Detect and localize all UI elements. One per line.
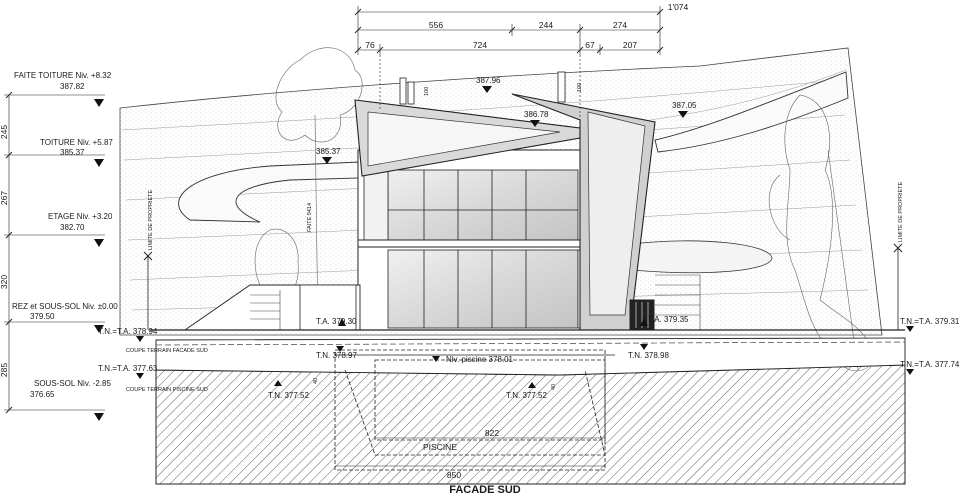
roof-left-inner [367,111,561,167]
level-soussol-value: 376.65 [30,390,55,399]
level-marker-etage [94,239,104,247]
coupe-label-1: COUPE TERRAIN FACADE SUD [126,348,208,354]
terrace-right [631,240,773,274]
small-dim-right: 40 [551,384,557,390]
level-rez-name: REZ et SOUS-SOL Niv. ±0.00 [12,302,118,311]
level-soussol-name: SOUS-SOL Niv. -2.85 [34,379,111,388]
dim-724: 724 [473,40,487,50]
level-faite-name: FAITE TOITURE Niv. +8.32 [14,71,112,80]
roof-level-4: 385.37 [316,147,341,156]
chimney-3 [557,71,566,103]
tn-far-right-top: T.N.=T.A. 379.31 [900,317,960,326]
dim-556: 556 [429,20,443,30]
pool-outline [334,349,606,471]
tn-bottom-left-marker [274,380,282,386]
level-rez-value: 379.50 [30,312,55,321]
pergola-post [299,284,357,331]
dim-207: 207 [623,40,637,50]
faite-label: FAITE 9414 [307,203,313,232]
pool-label: PISCINE [423,442,457,452]
svg-text:LIMITE DE PROPRIETE: LIMITE DE PROPRIETE [148,189,154,250]
level-marker-rez [94,325,104,333]
level-toiture-name: TOITURE Niv. +5.87 [40,138,113,147]
dim-67: 67 [585,40,595,50]
level-faite-value: 387.82 [60,82,85,91]
drawing-title: FACADE SUD [449,484,521,496]
pool-level-marker [432,356,440,362]
terrain-band [155,337,906,376]
roof-level-3: 387.05 [672,101,697,110]
tn-right: T.N. 378.98 [628,351,669,360]
tn-left-top: T.N.=T.A. 378.94 [98,327,158,336]
tn-bottom-mid-marker [528,382,536,388]
pool-dim-822: 822 [485,428,499,438]
small-dim-left: 40 [313,378,319,384]
pool-dim-lines [335,437,605,467]
level-toiture-value: 385.37 [60,148,85,157]
vdim-285: 285 [0,363,9,377]
dim-274: 274 [613,20,627,30]
level-marker-soussol [94,413,104,421]
svg-text:LIMITE DE PROPRIETE: LIMITE DE PROPRIETE [898,181,904,242]
dim-244: 244 [539,20,553,30]
chimney-2 [407,81,415,105]
roof-level-1: 387.96 [476,76,501,85]
stair-right [655,274,701,330]
stair-left [250,290,281,330]
terrain-line-dashed [155,341,906,346]
vdim-320: 320 [0,275,9,289]
roof-right-inner [587,111,646,316]
roof-level-2: 386.78 [524,110,549,119]
tn-left-bottom: T.N.=T.A. 377.63 [98,364,158,373]
chimney-1 [399,77,407,105]
roof-marker-1 [482,86,492,93]
roof-marker-3 [678,111,688,118]
tn-center-marker [336,346,344,352]
roof-marker-4 [322,157,332,164]
tn-left-top-marker [136,336,144,342]
tn-right-marker [640,344,648,350]
curved-wall-right [654,71,849,153]
ta-center-marker [338,318,346,326]
ta-center: T.A. 379.30 [316,317,357,326]
tn-far-right-bottom-marker [906,369,914,375]
ta-right-marker [640,318,648,326]
tn-far-right-top-marker [906,326,914,332]
level-marker-toiture [94,159,104,167]
coupe-label-2: COUPE TERRAIN PISCINE SUD [126,387,208,393]
tn-center: T.N. 378.97 [316,351,357,360]
tn-left-bottom-marker [136,373,144,379]
vdim-245: 245 [0,125,9,139]
dim-76: 76 [365,40,375,50]
tn-far-right-bottom: T.N.=T.A. 377.74 [900,360,960,369]
roof-dim-left: 100 [424,87,430,96]
property-limit-right: LIMITE DE PROPRIETE [893,181,904,330]
level-etage-value: 382.70 [60,223,85,232]
pool-level: Niv. piscine 378.01 [446,355,514,364]
vertical-dim-ticks [5,91,13,414]
upper-floor-glazing [363,164,579,241]
level-etage-name: ETAGE Niv. +3.20 [48,212,113,221]
dimension-ticks [354,8,664,54]
ta-right: T.A. 379.35 [648,315,689,324]
dim-overall: 1'074 [668,2,689,12]
pool-dim-850: 850 [447,470,461,480]
vertical-dimension-chain [4,94,105,411]
roof-dim-right: 100 [577,83,583,92]
vdim-267: 267 [0,191,9,205]
level-marker-faite [94,99,104,107]
tn-bottom-left: T.N. 377.52 [268,391,309,400]
tn-bottom-mid: T.N. 377.52 [506,391,547,400]
roof-marker-2 [530,120,540,127]
property-limit-left: LIMITE DE PROPRIETE [143,189,154,330]
